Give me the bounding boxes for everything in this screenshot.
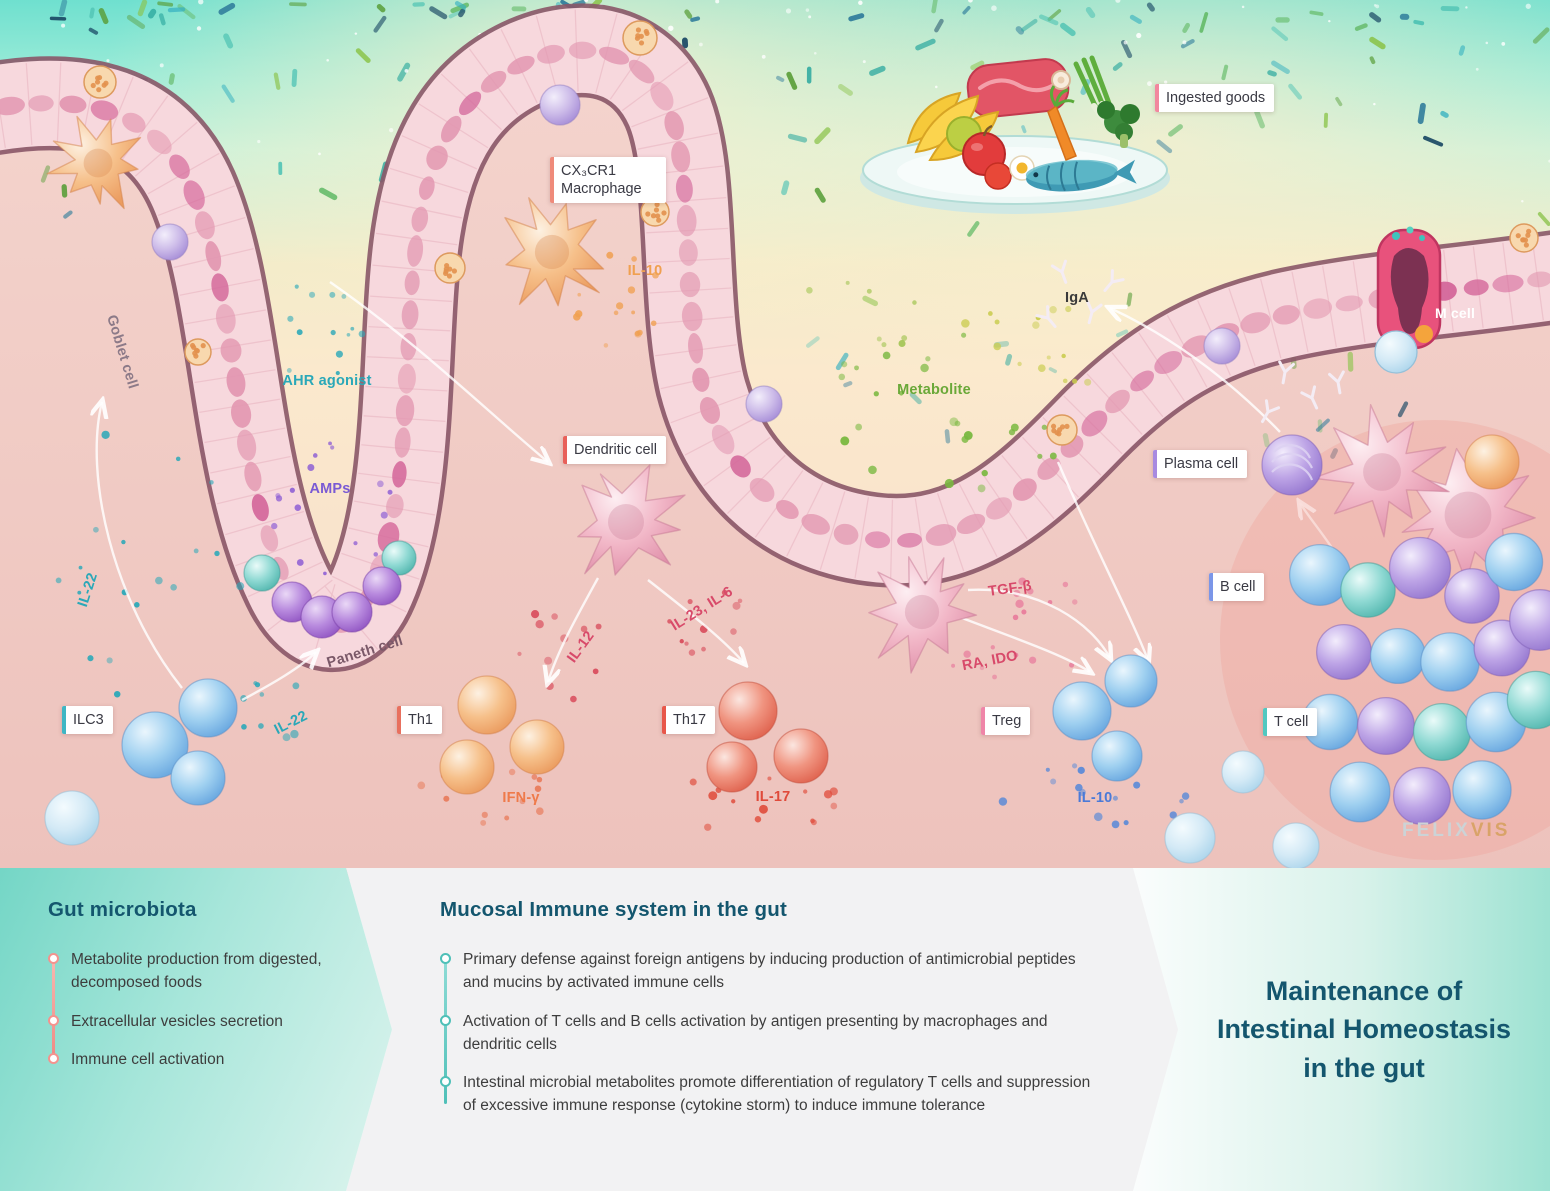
list-item: Primary defense against foreign antigens… [440,948,1098,995]
broccoli-icon [1097,101,1140,148]
bullet-dot [440,1076,451,1087]
label-ahr-agonist: AHR agonist [282,373,372,389]
tag-text: CX₃CR1 Macrophage [561,163,642,198]
tag-text: T cell [1274,714,1309,730]
tomato-icon [984,162,1012,190]
label-th1: Th1 [397,706,442,735]
list-item-text: Primary defense against foreign antigens… [463,951,1076,992]
tag-text: Dendritic cell [574,442,657,458]
title-line: Maintenance of [1265,976,1463,1006]
maintenance-title: Maintenance of Intestinal Homeostasis in… [1184,972,1544,1087]
tag-text: Plasma cell [1164,456,1239,472]
label-treg: Treg [981,707,1031,736]
bullet-dot [440,1014,451,1026]
ingested-food-plate [860,55,1170,214]
tag-text: B cell [1220,579,1256,595]
label-il10-macrophage: IL-10 [627,263,663,279]
bullet-dot [48,1052,59,1064]
bullet-dot [440,953,451,964]
label-b-cell: B cell [1209,573,1265,602]
panel-mucosal-immune: Mucosal Immune system in the gut Primary… [346,868,1178,1191]
label-amps: AMPs [309,481,351,497]
mucosal-list: Primary defense against foreign antigens… [440,948,1098,1118]
tag-color-bar [1209,573,1213,602]
m-cell-graphic [1374,226,1442,374]
label-th17: Th17 [662,706,716,735]
list-item: Extracellular vesicles secretion [48,1010,332,1033]
title-line: in the gut [1303,1052,1425,1083]
tag-color-bar [981,707,985,736]
tag-text: ILC3 [73,712,104,728]
tag-color-bar [1155,84,1159,113]
bullet-line [444,958,447,1104]
label-ingested-goods: Ingested goods [1155,84,1275,113]
tag-color-bar [662,706,666,735]
gut-microbiota-list: Metabolite production from digested, dec… [48,948,332,1071]
watermark-felix: FELIX [1402,820,1471,841]
tag-color-bar [397,706,401,735]
meat-icon [966,58,1071,118]
carrot-icon [1047,85,1077,161]
tag-color-bar [1263,708,1267,737]
embedded-epithelial-cells [83,20,1539,639]
label-t-cell: T cell [1263,708,1318,737]
list-item-text: Intestinal microbial metabolites promote… [463,1074,1091,1115]
panel-maintenance: Maintenance of Intestinal Homeostasis in… [1130,868,1550,1191]
tag-text: Treg [992,713,1022,729]
list-item: Metabolite production from digested, dec… [48,948,332,995]
iga-antibody-icons [1035,259,1345,424]
panel-title: Mucosal Immune system in the gut [440,898,787,921]
list-item-text: Activation of T cells and B cells activa… [463,1012,1048,1053]
list-item-text: Immune cell activation [71,1050,225,1068]
tag-color-bar [550,157,554,204]
label-cx3cr1-macrophage: CX₃CR1 Macrophage [550,157,666,204]
tag-text: Th17 [673,712,707,728]
signal-arrows [97,281,1333,702]
label-ilc3: ILC3 [62,706,113,735]
list-item: Intestinal microbial metabolites promote… [440,1071,1098,1118]
watermark: FELIXVIS [1402,820,1510,842]
list-item-text: Extracellular vesicles secretion [71,1012,283,1030]
immune-cells [44,115,1550,870]
fish-icon [1025,159,1137,192]
label-il17: IL-17 [755,789,791,805]
gut-illustration [0,0,1550,880]
label-plasma-cell: Plasma cell [1153,450,1248,479]
watermark-vis: VIS [1470,820,1511,841]
list-item-text: Metabolite production from digested, dec… [71,951,322,992]
label-m-cell: M cell [1434,305,1476,321]
cytokine-metabolite-dots [55,251,1190,831]
panel-gut-microbiota: Gut microbiota Metabolite production fro… [0,868,392,1191]
lamina-propria-tissue [0,50,1550,880]
bullet-dot [48,1014,59,1026]
label-ifn-gamma: IFN-γ [502,790,540,806]
epithelium-band [0,3,1550,673]
list-item: Immune cell activation [48,1048,332,1071]
tag-text: Ingested goods [1166,90,1266,106]
bullet-dot [48,953,59,964]
list-item: Activation of T cells and B cells activa… [440,1010,1098,1057]
label-metabolite: Metabolite [897,382,971,398]
label-dendritic-cell: Dendritic cell [563,436,666,465]
tag-color-bar [1153,450,1157,479]
tag-color-bar [563,436,567,465]
title-line: Intestinal Homeostasis [1216,1014,1512,1045]
label-iga: IgA [1065,290,1089,306]
tag-text: Th1 [408,712,433,728]
bullet-line [52,958,55,1057]
tag-color-bar [62,706,66,735]
label-il10-treg: IL-10 [1077,790,1113,806]
panel-title: Gut microbiota [48,898,197,921]
